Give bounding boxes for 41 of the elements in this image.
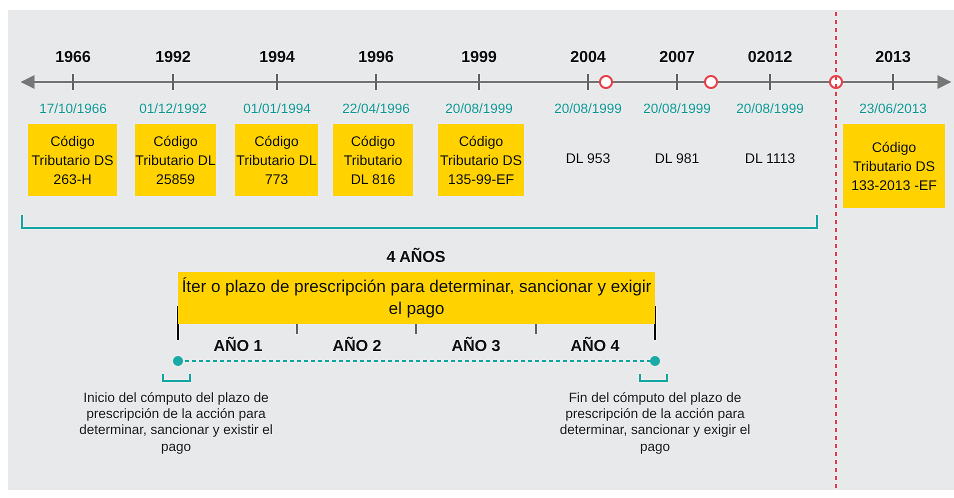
code-box xyxy=(28,124,117,196)
code-box xyxy=(843,124,945,208)
year-label: 1999 xyxy=(460,48,498,68)
date-label: 20/08/1999 xyxy=(553,101,623,118)
box-text: Código Tributario DS 133-2013 -EF xyxy=(850,138,938,194)
date-label: 22/04/1996 xyxy=(341,101,411,118)
date-label: 01/12/1992 xyxy=(138,101,208,118)
year-label: 02012 xyxy=(746,48,794,68)
box-text: Código Tributario DS 135-99-EF xyxy=(439,132,523,188)
note-text: Fin del cómputo del plazo de prescripción de la acción para determinar, sancionar y exigir el pago xyxy=(558,390,752,455)
year-label: 2013 xyxy=(874,48,912,68)
year-label: 1994 xyxy=(258,48,296,68)
year-label: 1996 xyxy=(357,48,395,68)
decree-label: DL 953 xyxy=(564,150,612,167)
code-box xyxy=(438,124,524,196)
box-text: Código Tributario DL 773 xyxy=(235,132,318,188)
decree-label: DL 1113 xyxy=(744,150,796,167)
date-label: 17/10/1966 xyxy=(38,101,108,118)
box-text: Código Tributario DS 263-H xyxy=(30,132,114,188)
year-label: 1992 xyxy=(154,48,192,68)
year-period-label: AÑO 1 xyxy=(212,337,264,356)
code-box xyxy=(235,124,318,196)
box-text: Código Tributario DL 25859 xyxy=(135,132,216,188)
year-label: 2004 xyxy=(569,48,607,68)
year-label: 2007 xyxy=(658,48,696,68)
year-period-label: AÑO 3 xyxy=(450,337,502,356)
decree-label: DL 981 xyxy=(654,150,700,167)
date-label: 20/08/1999 xyxy=(444,101,514,118)
code-box xyxy=(333,124,413,196)
year-label: 1966 xyxy=(54,48,92,68)
duration-label: 4 AÑOS xyxy=(386,248,446,268)
date-label: 01/01/1994 xyxy=(242,101,312,118)
code-box xyxy=(135,124,216,196)
box-text: Código Tributario DL 816 xyxy=(342,132,404,188)
date-label: 20/08/1999 xyxy=(735,101,805,118)
date-label: 20/08/1999 xyxy=(642,101,712,118)
date-label: 23/06/2013 xyxy=(858,101,928,118)
box-text: Íter o plazo de prescripción para determinar, sancionar y exigir el pago xyxy=(180,276,652,320)
year-period-label: AÑO 4 xyxy=(570,337,620,356)
note-text: Inicio del cómputo del plazo de prescripción de la acción para determinar, sancionar y existir el pago xyxy=(78,390,274,455)
year-period-label: AÑO 2 xyxy=(332,337,382,356)
